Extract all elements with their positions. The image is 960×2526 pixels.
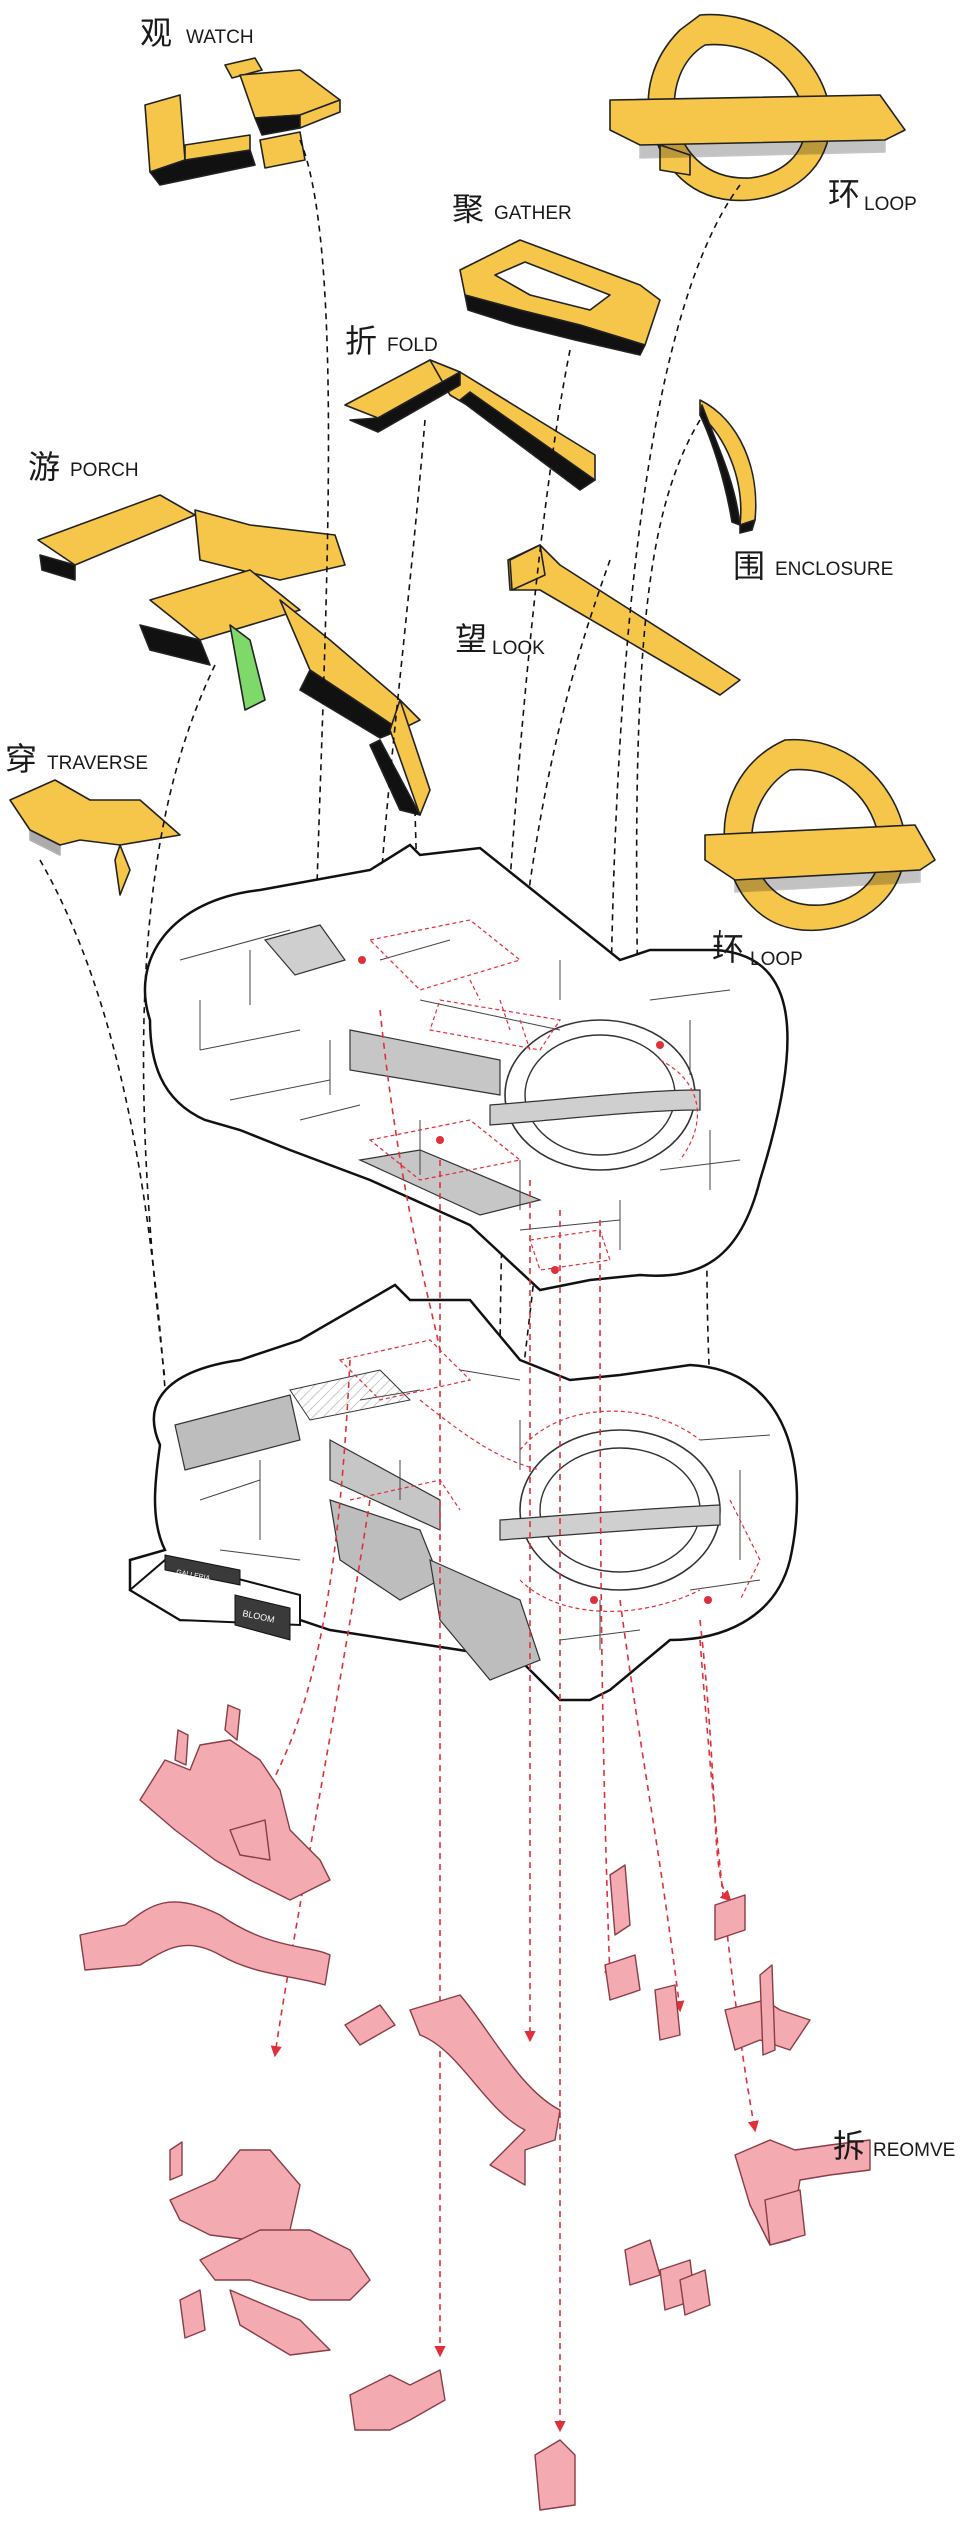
volume-fold — [344, 359, 596, 491]
label-porch: 游 PORCH — [28, 449, 139, 485]
label-traverse: 穿 TRAVERSE — [5, 741, 148, 777]
label-fold-en: FOLD — [387, 335, 438, 356]
volume-porch — [37, 494, 431, 816]
label-gather-zh: 聚 — [452, 191, 484, 227]
label-loop-mid-zh: 环 — [712, 931, 744, 967]
label-look: 望 LOOK — [455, 621, 545, 659]
label-enclosure: 围 ENCLOSURE — [733, 548, 893, 584]
label-watch-en: WATCH — [186, 27, 254, 48]
label-loop-mid-en: LOOP — [750, 949, 803, 970]
label-remove-en: REOMVE — [873, 2140, 955, 2161]
label-look-zh: 望 — [455, 621, 487, 657]
removed-volumes — [79, 1704, 871, 2511]
label-enclosure-zh: 围 — [733, 548, 765, 584]
label-remove-zh: 拆 — [833, 2128, 865, 2164]
label-porch-en: PORCH — [70, 460, 139, 481]
gallery-sign: BLOOM — [234, 1594, 291, 1641]
label-loop-top-en: LOOP — [864, 194, 917, 215]
label-gather: 聚 GATHER — [452, 191, 572, 227]
label-look-en: LOOK — [492, 638, 545, 659]
label-fold-zh: 折 — [345, 323, 377, 359]
label-loop-top-zh: 环 — [828, 176, 860, 212]
leaders-removed — [263, 1009, 759, 2433]
label-loop-top: 环 LOOP — [828, 176, 917, 215]
label-fold: 折 FOLD — [345, 323, 438, 359]
upper-floor-plan — [143, 843, 789, 1292]
volume-watch — [144, 57, 341, 186]
volume-loop-top — [609, 13, 906, 202]
volume-traverse — [9, 779, 181, 896]
label-gather-en: GATHER — [494, 203, 572, 224]
label-traverse-en: TRAVERSE — [47, 753, 148, 774]
label-traverse-zh: 穿 — [5, 741, 37, 777]
label-watch-zh: 观 — [140, 15, 172, 51]
label-porch-zh: 游 — [28, 449, 60, 485]
volume-enclosure — [699, 399, 757, 534]
volume-loop-mid — [704, 738, 936, 932]
label-remove: 拆 REOMVE — [833, 2128, 955, 2164]
volume-gather — [459, 239, 661, 356]
lower-floor-plan: GALLERIA BLOOM — [128, 1283, 799, 1702]
label-loop-mid: 环 LOOP — [712, 931, 803, 970]
label-watch: 观 WATCH — [140, 15, 254, 51]
label-enclosure-en: ENCLOSURE — [775, 559, 893, 580]
volume-look — [507, 544, 741, 696]
